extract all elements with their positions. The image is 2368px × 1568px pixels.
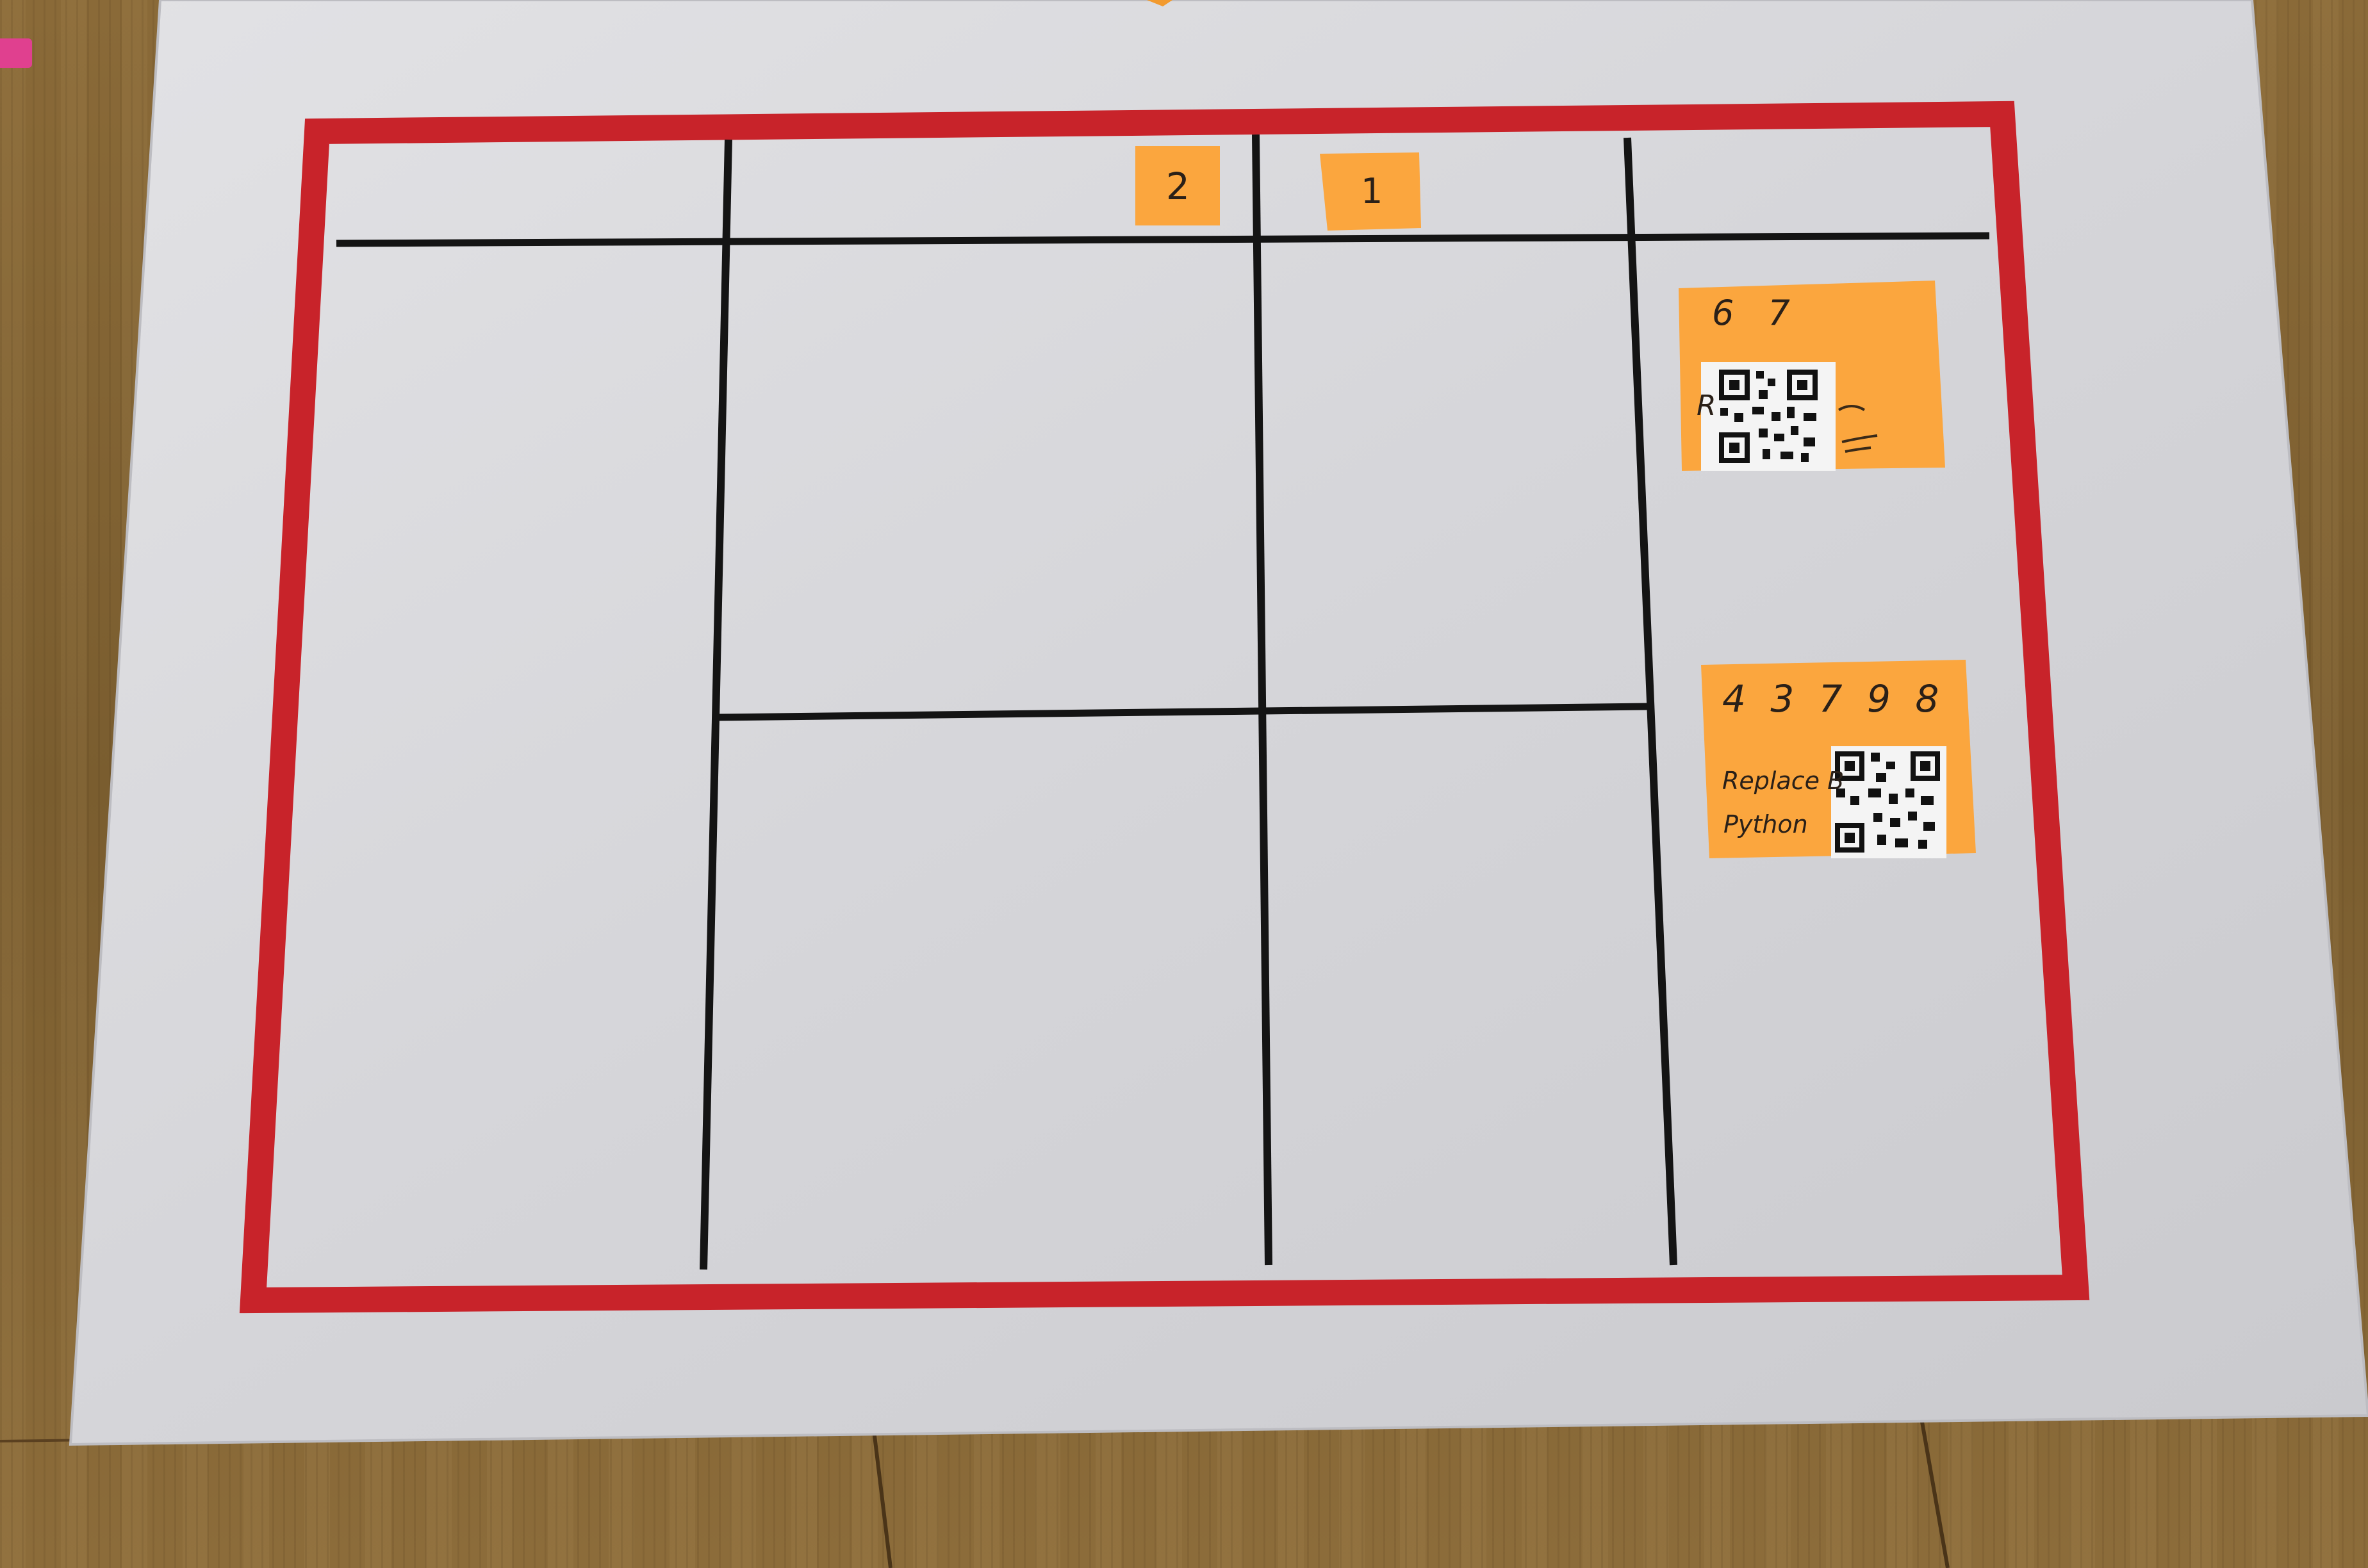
column-divider-2 [1252,134,1272,1266]
card-title-line-1: Replace B [1722,767,1845,795]
column-heading-note-2 [1135,146,1220,225]
pink-sticky-note-edge [0,38,32,68]
qr-code-icon [1831,746,1946,858]
card-handwriting: R [1697,389,1716,422]
column-divider-1 [700,139,732,1270]
card-numbers: 6 7 [1712,293,1802,333]
header-divider-line [336,232,1990,247]
column-heading-note-1 [1320,152,1421,231]
row-divider-middle [716,703,1649,721]
column-heading-label-1: 1 [1361,171,1383,211]
qr-code-icon [1701,362,1836,471]
card-handwriting-squiggle [1838,405,1878,453]
card-title-line-2: Python [1723,810,1808,838]
wood-seam [1920,1421,1950,1568]
column-divider-3 [1624,137,1677,1266]
column-heading-label-2: 2 [1166,165,1190,208]
sticky-note-edge [1147,0,1172,6]
card-numbers: 4 3 7 9 8 [1722,677,1946,721]
wood-seam [869,1409,892,1568]
board-frame [239,101,2090,1314]
